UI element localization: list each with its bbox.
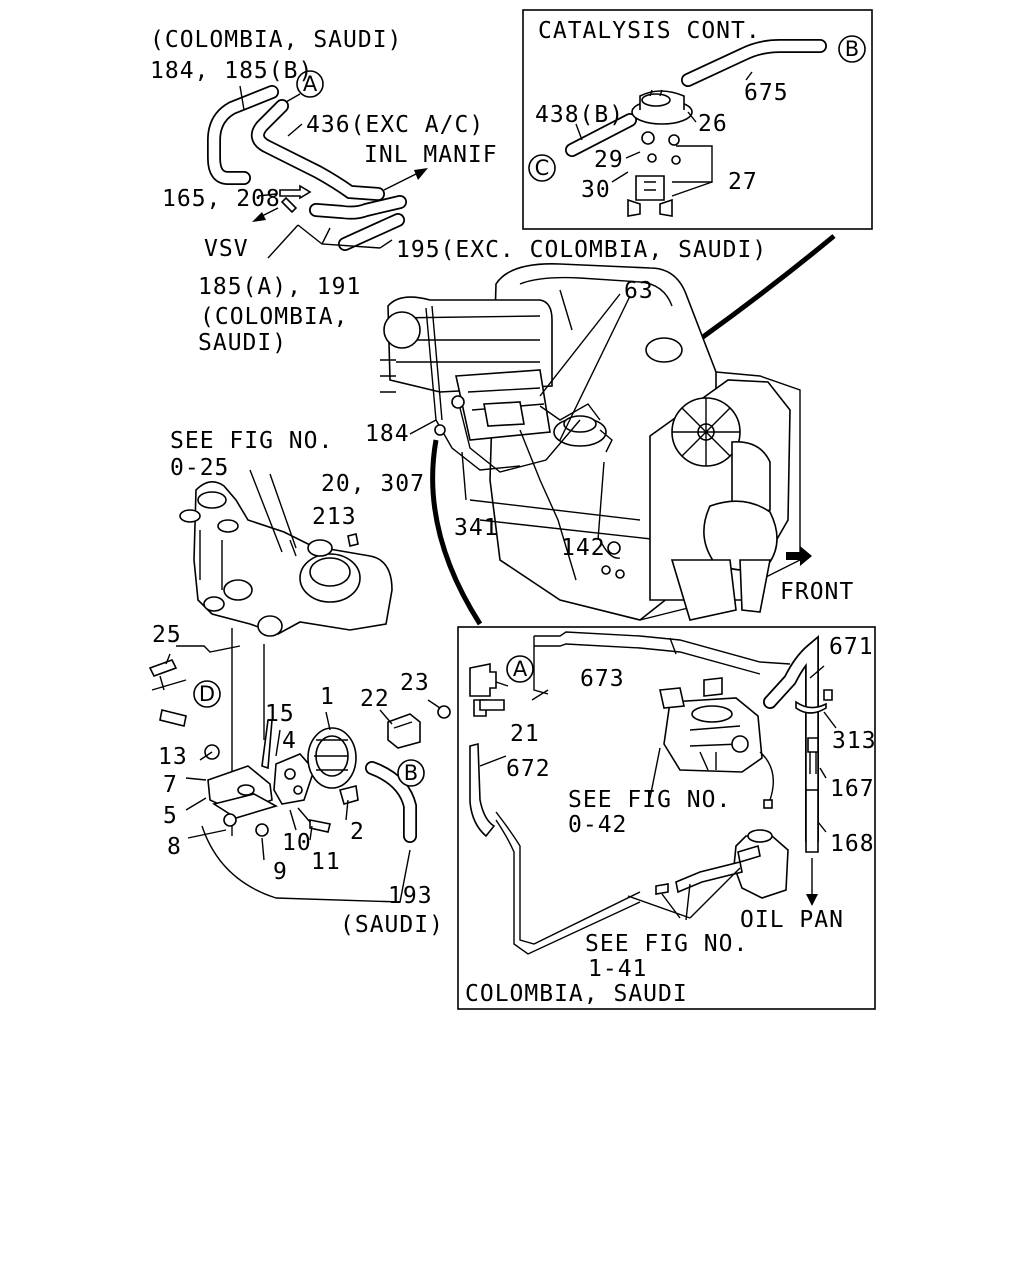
- callout-167: 167: [830, 776, 875, 802]
- colombia-saudi-footer: COLOMBIA, SAUDI: [465, 981, 688, 1007]
- note-colombia-saudi-top: (COLOMBIA, SAUDI): [150, 27, 402, 53]
- connector-c-catalysis: C: [528, 154, 556, 182]
- callout-30: 30: [581, 177, 611, 203]
- callout-213: 213: [312, 504, 357, 530]
- callout-438b: 438(B): [535, 102, 624, 128]
- callout-21: 21: [510, 721, 540, 747]
- egr-valve-assembly: [148, 645, 451, 903]
- colombia-saudi-detail-box: [457, 626, 876, 1010]
- callout-313: 313: [832, 728, 877, 754]
- callout-4: 4: [282, 728, 297, 754]
- callout-23: 23: [400, 670, 430, 696]
- callout-11: 11: [311, 849, 341, 875]
- connector-a-top-label: A: [303, 72, 318, 96]
- connector-d-egr: D: [193, 680, 221, 708]
- connector-d-egr-label: D: [199, 682, 215, 706]
- note-saudi-paren: SAUDI): [198, 330, 287, 356]
- callout-9: 9: [273, 859, 288, 885]
- connector-b-catalysis-label: B: [845, 37, 859, 61]
- callout-8: 8: [167, 834, 182, 860]
- catalysis-control-box: [522, 9, 873, 230]
- note-exc-colombia-saudi: 195(EXC. COLOMBIA, SAUDI): [396, 237, 767, 263]
- callout-2: 2: [350, 819, 365, 845]
- note-front: FRONT: [780, 579, 854, 605]
- note-see-fig-141-a: SEE FIG NO.: [585, 931, 748, 957]
- engine-block-illustration: [380, 263, 812, 621]
- callout-29: 29: [594, 147, 624, 173]
- note-see-fig-025-a: SEE FIG NO.: [170, 428, 333, 454]
- callout-10: 10: [282, 830, 312, 856]
- callout-184-185b: 184, 185(B): [150, 58, 313, 84]
- colombia-saudi-leader-line: [430, 439, 483, 626]
- connector-c-catalysis-label: C: [535, 156, 550, 180]
- callout-7: 7: [163, 772, 178, 798]
- note-see-fig-042-a: SEE FIG NO.: [568, 787, 731, 813]
- callout-675: 675: [744, 80, 789, 106]
- note-oil-pan: OIL PAN: [740, 907, 844, 933]
- callout-20-307: 20, 307: [321, 471, 425, 497]
- callout-672: 672: [506, 756, 551, 782]
- callout-63: 63: [624, 278, 654, 304]
- callout-27: 27: [728, 169, 758, 195]
- callout-15: 15: [265, 701, 295, 727]
- note-exc-ac: 436(EXC A/C): [306, 112, 484, 138]
- connector-b-egr: B: [397, 759, 425, 787]
- callout-184: 184: [365, 421, 410, 447]
- catalysis-cont-title: CATALYSIS CONT.: [538, 18, 761, 44]
- callout-22: 22: [360, 686, 390, 712]
- note-see-fig-025-b: 0-25: [170, 455, 229, 481]
- callout-25: 25: [152, 622, 182, 648]
- callout-5: 5: [163, 803, 178, 829]
- callout-185a-191: 185(A), 191: [198, 274, 361, 300]
- connector-a-box: A: [506, 655, 534, 683]
- callout-13: 13: [158, 744, 188, 770]
- vacuum-hose-assembly: [207, 85, 428, 259]
- callout-142: 142: [561, 535, 606, 561]
- note-see-fig-141-b: 1-41: [588, 956, 647, 982]
- callout-193: 193: [388, 883, 433, 909]
- intake-manifold-illustration: [179, 469, 393, 800]
- note-colombia-paren: (COLOMBIA,: [200, 304, 348, 330]
- callout-168: 168: [830, 831, 875, 857]
- connector-a-box-label: A: [513, 657, 528, 681]
- note-inl-manif: INL MANIF: [364, 142, 498, 168]
- connector-b-catalysis: B: [838, 35, 866, 63]
- callout-671: 671: [829, 634, 874, 660]
- note-vsv: VSV: [204, 236, 249, 262]
- callout-673: 673: [580, 666, 625, 692]
- connector-b-egr-label: B: [404, 761, 418, 785]
- callout-1: 1: [320, 684, 335, 710]
- callout-165-208: 165, 208: [162, 186, 281, 212]
- callout-26: 26: [698, 111, 728, 137]
- note-saudi: (SAUDI): [340, 912, 444, 938]
- callout-341: 341: [454, 515, 499, 541]
- connector-a-top: A: [296, 70, 324, 98]
- note-see-fig-042-b: 0-42: [568, 812, 627, 838]
